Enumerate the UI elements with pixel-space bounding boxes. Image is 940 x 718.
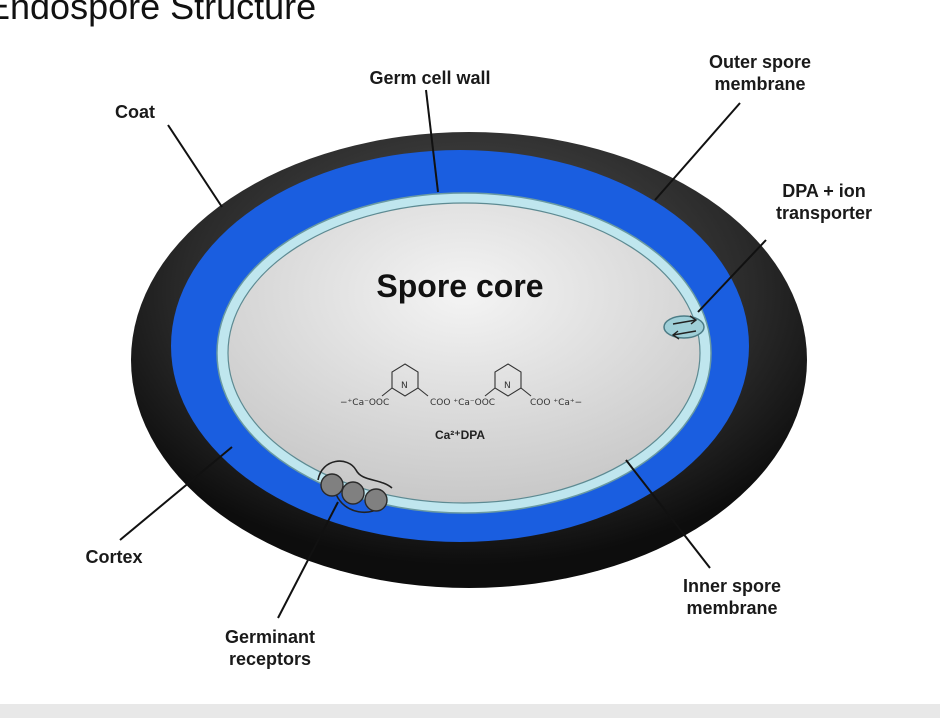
leader-outer-membrane — [654, 102, 741, 201]
page-title: Endospore Structure — [0, 0, 317, 27]
leader-inner-membrane — [625, 459, 711, 569]
label-inner-spore-membrane: Inner spore membrane — [682, 576, 782, 618]
dpa-transporter — [663, 315, 705, 339]
core-title: Spore core — [376, 268, 544, 304]
label-dpa-transporter: DPA + ion transporter — [775, 181, 873, 223]
transporter-arrows-icon — [671, 315, 698, 340]
label-cortex: Cortex — [85, 547, 143, 567]
leader-receptors — [277, 501, 339, 619]
chem-fragment-2: COO ⁺Ca⁻OOC — [430, 398, 496, 408]
leader-germ-cell-wall — [425, 89, 439, 193]
label-germinant-receptors: Germinant receptors — [224, 627, 316, 669]
leader-coat — [167, 124, 223, 208]
leader-cortex — [119, 446, 233, 541]
chem-fragment-4: COO ⁺Ca⁺− — [530, 398, 583, 408]
leader-transporter — [697, 239, 767, 313]
dpa-molecules — [381, 363, 532, 397]
label-outer-spore-membrane: Outer spore membrane — [708, 52, 812, 94]
germinant-receptors — [317, 460, 393, 513]
chem-fragment-1: −⁺Ca⁻OOC — [340, 398, 390, 408]
bottom-bar — [0, 704, 940, 718]
label-coat: Coat — [115, 102, 155, 122]
molecule-label: Ca²⁺DPA — [434, 428, 486, 442]
chem-fragment-3: N — [401, 381, 408, 391]
chem-fragment-5: N — [504, 381, 511, 391]
spore-core — [227, 202, 701, 504]
label-germ-cell-wall: Germ cell wall — [369, 68, 491, 88]
